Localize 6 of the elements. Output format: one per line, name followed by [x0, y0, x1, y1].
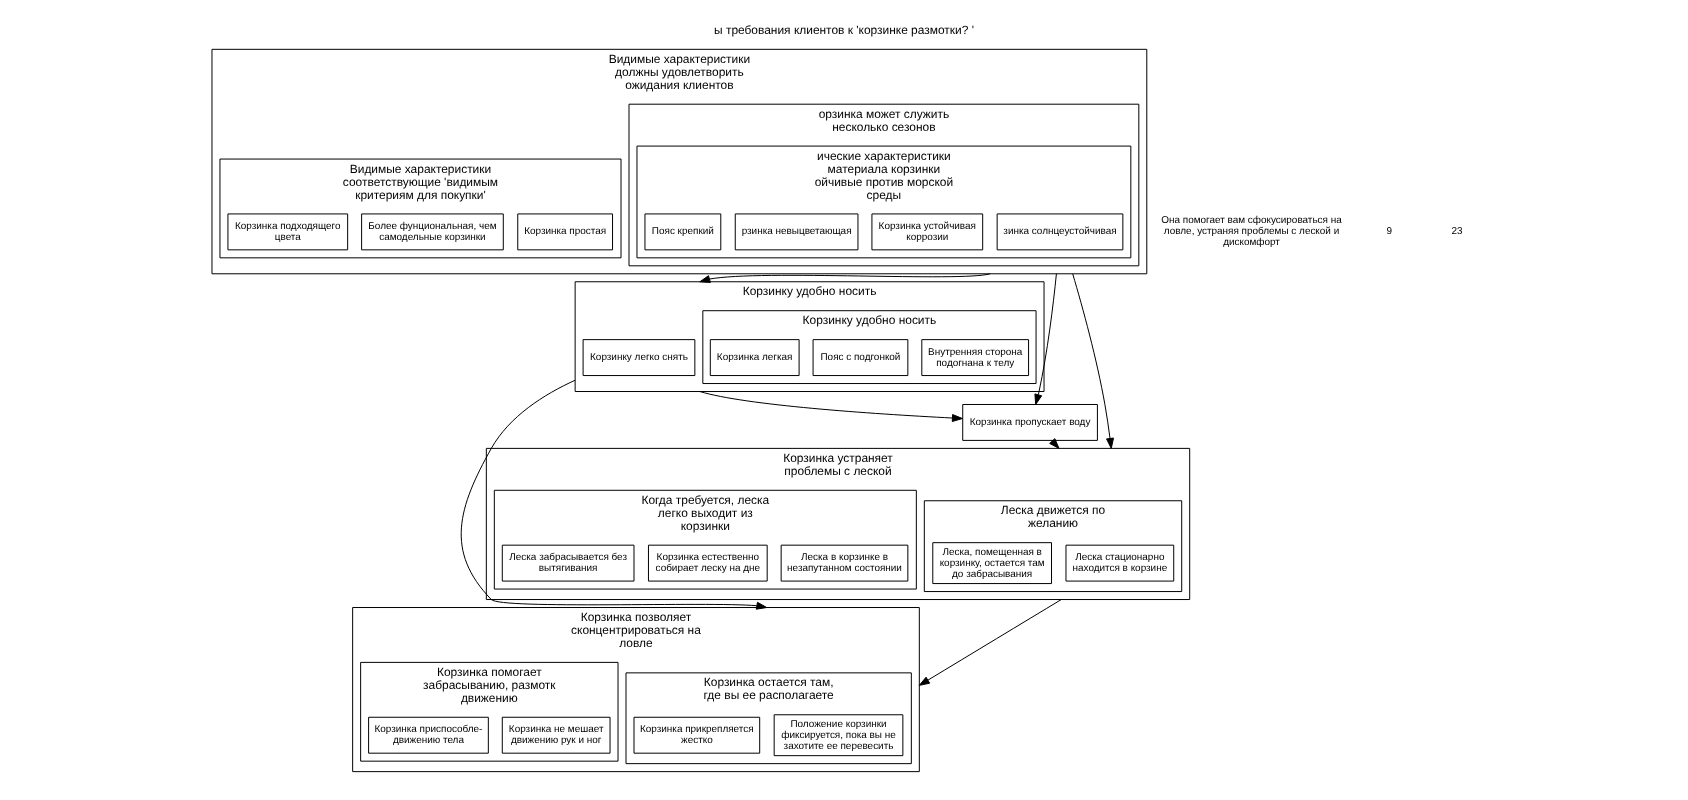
arrow — [1072, 273, 1114, 449]
arrow — [918, 599, 1062, 686]
arrow — [699, 391, 963, 422]
arrow — [1034, 273, 1057, 405]
arrow — [699, 273, 991, 283]
arrow — [460, 379, 768, 610]
